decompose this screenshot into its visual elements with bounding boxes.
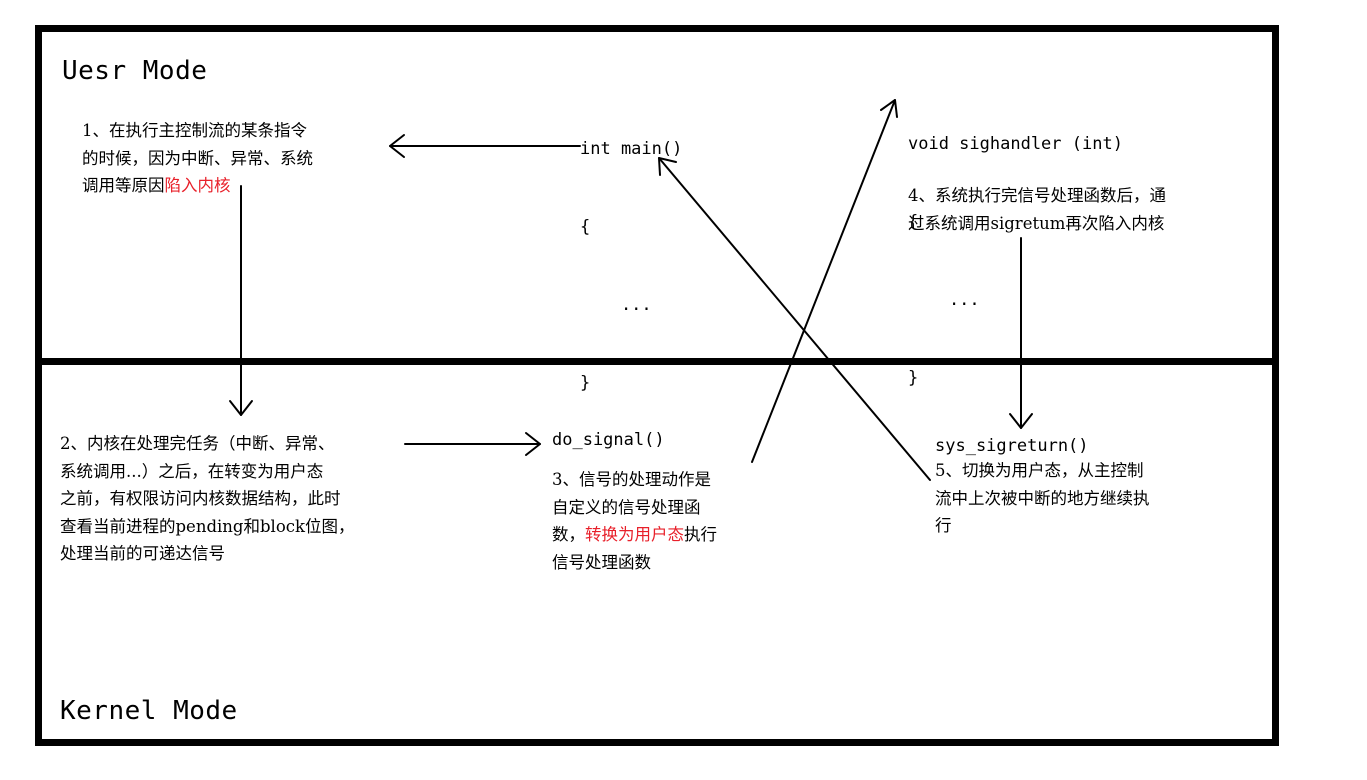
handler-code-block: void sighandler (int) { ... } (908, 79, 1123, 417)
code-line: { (908, 212, 919, 232)
arrow-main-to-step1 (389, 134, 581, 158)
code-line: int main() (580, 139, 683, 159)
mode-divider (35, 358, 1279, 365)
note-line: 5、切换为用户态，从主控制 (935, 461, 1144, 480)
code-line: { (580, 217, 591, 237)
arrow-step3-to-sighandler (751, 99, 898, 463)
code-line: ... (908, 290, 980, 310)
note-line: 处理当前的可递达信号 (60, 544, 225, 563)
arrow-step1-to-step2 (229, 185, 253, 416)
note-line: 数，转换为用户态执行 (552, 521, 717, 549)
note-line: 调用等原因陷入内核 (82, 172, 313, 200)
code-line: void sighandler (int) (908, 134, 1123, 154)
step4-note: 4、系统执行完信号处理函数后，通 过系统调用sigretum再次陷入内核 (908, 182, 1166, 237)
note-line: 系统调用...）之后，在转变为用户态 (60, 461, 324, 481)
do-signal-label: do_signal() (552, 430, 665, 450)
note-text: 执行 (684, 525, 717, 544)
arrow-step5-to-main (658, 157, 931, 481)
note-line: 之前，有权限访问内核数据结构，此时 (60, 489, 341, 508)
note-line: 自定义的信号处理函 (552, 497, 701, 517)
diagram-frame (35, 25, 1279, 746)
step2-note: 2、内核在处理完任务（中断、异常、 系统调用...）之后，在转变为用户态 之前，… (60, 430, 355, 568)
highlight-text: 陷入内核 (164, 176, 231, 195)
kernel-mode-label: Kernel Mode (60, 696, 238, 726)
sys-sigreturn-label: sys_sigreturn() (935, 436, 1089, 456)
note-line: 信号处理函数 (552, 552, 651, 572)
note-line: 行 (935, 516, 952, 535)
highlight-text: 转换为用户态 (585, 525, 684, 544)
main-code-block: int main() { ... } (580, 84, 682, 422)
code-line: } (908, 368, 919, 388)
note-line: 流中上次被中断的地方继续执 (935, 488, 1150, 508)
code-line: ... (580, 295, 652, 315)
note-line: 查看当前进程的pending和block位图， (60, 516, 355, 536)
note-line: 1、在执行主控制流的某条指令 (82, 121, 307, 140)
step3-note: 3、信号的处理动作是 自定义的信号处理函 数，转换为用户态执行 信号处理函数 (552, 466, 717, 576)
step1-note: 1、在执行主控制流的某条指令 的时候，因为中断、异常、系统 调用等原因陷入内核 (82, 117, 313, 200)
code-line: } (580, 373, 591, 393)
user-mode-label: Uesr Mode (62, 56, 208, 86)
arrow-step2-to-do-signal (404, 432, 541, 456)
note-line: 4、系统执行完信号处理函数后，通 (908, 186, 1166, 205)
note-line: 的时候，因为中断、异常、系统 (82, 148, 313, 168)
step5-note: 5、切换为用户态，从主控制 流中上次被中断的地方继续执 行 (935, 457, 1150, 540)
note-line: 过系统调用sigretum再次陷入内核 (908, 213, 1165, 233)
note-line: 2、内核在处理完任务（中断、异常、 (60, 434, 335, 453)
arrow-step4-to-sys-sigreturn (1009, 237, 1033, 429)
note-text: 数， (552, 525, 585, 544)
note-text: 调用等原因 (82, 176, 165, 195)
note-line: 3、信号的处理动作是 (552, 470, 711, 489)
